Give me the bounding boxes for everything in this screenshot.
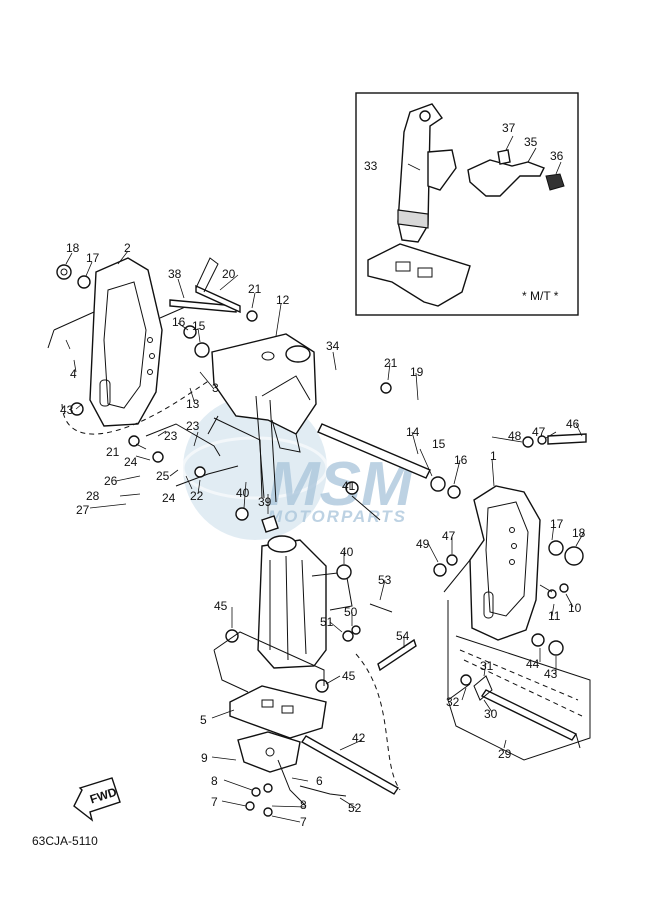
part-label: 37 — [502, 121, 516, 135]
part-label: 47 — [532, 425, 546, 439]
part-label: 21 — [106, 445, 120, 459]
part-label: 21 — [384, 356, 398, 370]
boundary-lines — [61, 379, 591, 807]
part-label: 3 — [212, 381, 219, 395]
part-label: 23 — [186, 419, 200, 433]
piece-5 — [229, 685, 327, 739]
part-labels: 1 2 3 4 5 6 7 7 8 8 9 10 11 12 13 14 15 … — [60, 121, 586, 829]
part-label: 2 — [124, 241, 131, 255]
part-label: 42 — [352, 731, 366, 745]
part-label: 46 — [566, 417, 580, 431]
bracket-1 — [469, 485, 541, 641]
part-label: 22 — [190, 489, 204, 503]
part-label: 5 — [200, 713, 207, 727]
part-label: 11 — [548, 609, 561, 623]
part-label: 14 — [406, 425, 420, 439]
clamp-pieces — [229, 685, 327, 773]
diagram-code: 63CJA-5110 — [32, 834, 98, 848]
pin-38 — [169, 299, 237, 313]
tilt-unit — [257, 535, 353, 669]
part-label: 10 — [568, 601, 582, 615]
part-label: 26 — [104, 474, 118, 488]
tilt-cylinder-33 — [397, 103, 443, 243]
part-label: 39 — [258, 495, 272, 509]
part-label: 41 — [342, 479, 356, 493]
part-label: 23 — [164, 429, 178, 443]
part-label: 50 — [344, 605, 358, 619]
part-label: 34 — [326, 339, 340, 353]
part-label: 29 — [498, 747, 512, 761]
bracket-2 — [47, 257, 193, 427]
part-label: 36 — [550, 149, 564, 163]
rod-42 — [300, 735, 400, 795]
bracket-base — [367, 243, 471, 307]
part-label: 7 — [211, 795, 218, 809]
piece-6 — [237, 731, 301, 773]
part-label: 43 — [544, 667, 558, 681]
part-label: 24 — [162, 491, 176, 505]
fwd-arrow: FWD — [73, 777, 121, 822]
part-label: 28 — [86, 489, 100, 503]
part-label: 8 — [211, 774, 218, 788]
part-label: 20 — [222, 267, 236, 281]
part-label: 32 — [446, 695, 460, 709]
part-label: 27 — [76, 503, 90, 517]
inset-manual-tilt — [355, 92, 579, 316]
part-label: 25 — [156, 469, 170, 483]
part-label: 15 — [432, 437, 446, 451]
rod-29 — [480, 689, 578, 741]
shafts — [169, 257, 581, 795]
part-label: 18 — [66, 241, 80, 255]
part-label: 40 — [340, 545, 354, 559]
bolt-46 — [547, 433, 587, 445]
part-label: 8 — [300, 798, 307, 812]
part-label: 48 — [508, 429, 522, 443]
leader-lines — [65, 135, 585, 823]
part-label: 17 — [86, 251, 100, 265]
part-label: 35 — [524, 135, 538, 149]
part-label: 45 — [214, 599, 228, 613]
lever-35 — [467, 159, 545, 197]
bolt-54 — [377, 638, 417, 672]
inset-frame — [355, 92, 579, 316]
part-label: 24 — [124, 455, 138, 469]
part-label: 16 — [172, 315, 186, 329]
part-label: 17 — [550, 517, 564, 531]
part-label: 6 — [316, 774, 323, 788]
part-label: 51 — [320, 615, 334, 629]
part-label: 47 — [442, 529, 456, 543]
part-label: 33 — [364, 159, 378, 173]
part-label: 54 — [396, 629, 410, 643]
part-label: 21 — [248, 282, 262, 296]
part-label: 19 — [410, 365, 424, 379]
part-label: 12 — [276, 293, 290, 307]
shaft-14 — [317, 423, 431, 479]
part-label: 1 — [490, 449, 497, 463]
part-label: 49 — [416, 537, 430, 551]
hardware — [56, 264, 587, 817]
part-label: 53 — [378, 573, 392, 587]
part-label: 30 — [484, 707, 498, 721]
grip-36 — [545, 173, 565, 191]
watermark-sub: MOTORPARTS — [268, 507, 407, 526]
part-label: 43 — [60, 403, 74, 417]
part-label: 13 — [186, 397, 200, 411]
part-label: 38 — [168, 267, 182, 281]
swivel-bracket-12 — [211, 333, 317, 503]
part-label: 45 — [342, 669, 356, 683]
lever-20 — [195, 284, 241, 314]
part-label: 9 — [201, 751, 208, 765]
part-label: 40 — [236, 486, 250, 500]
part-label: 15 — [192, 319, 206, 333]
part-label: 52 — [348, 801, 362, 815]
part-label: 16 — [454, 453, 468, 467]
part-label: 4 — [70, 367, 77, 381]
part-label: 7 — [300, 815, 307, 829]
part-label: 18 — [572, 526, 586, 540]
part-label: 31 — [480, 659, 494, 673]
inset-label: * M/T * — [522, 289, 559, 303]
part-label: 44 — [526, 657, 540, 671]
